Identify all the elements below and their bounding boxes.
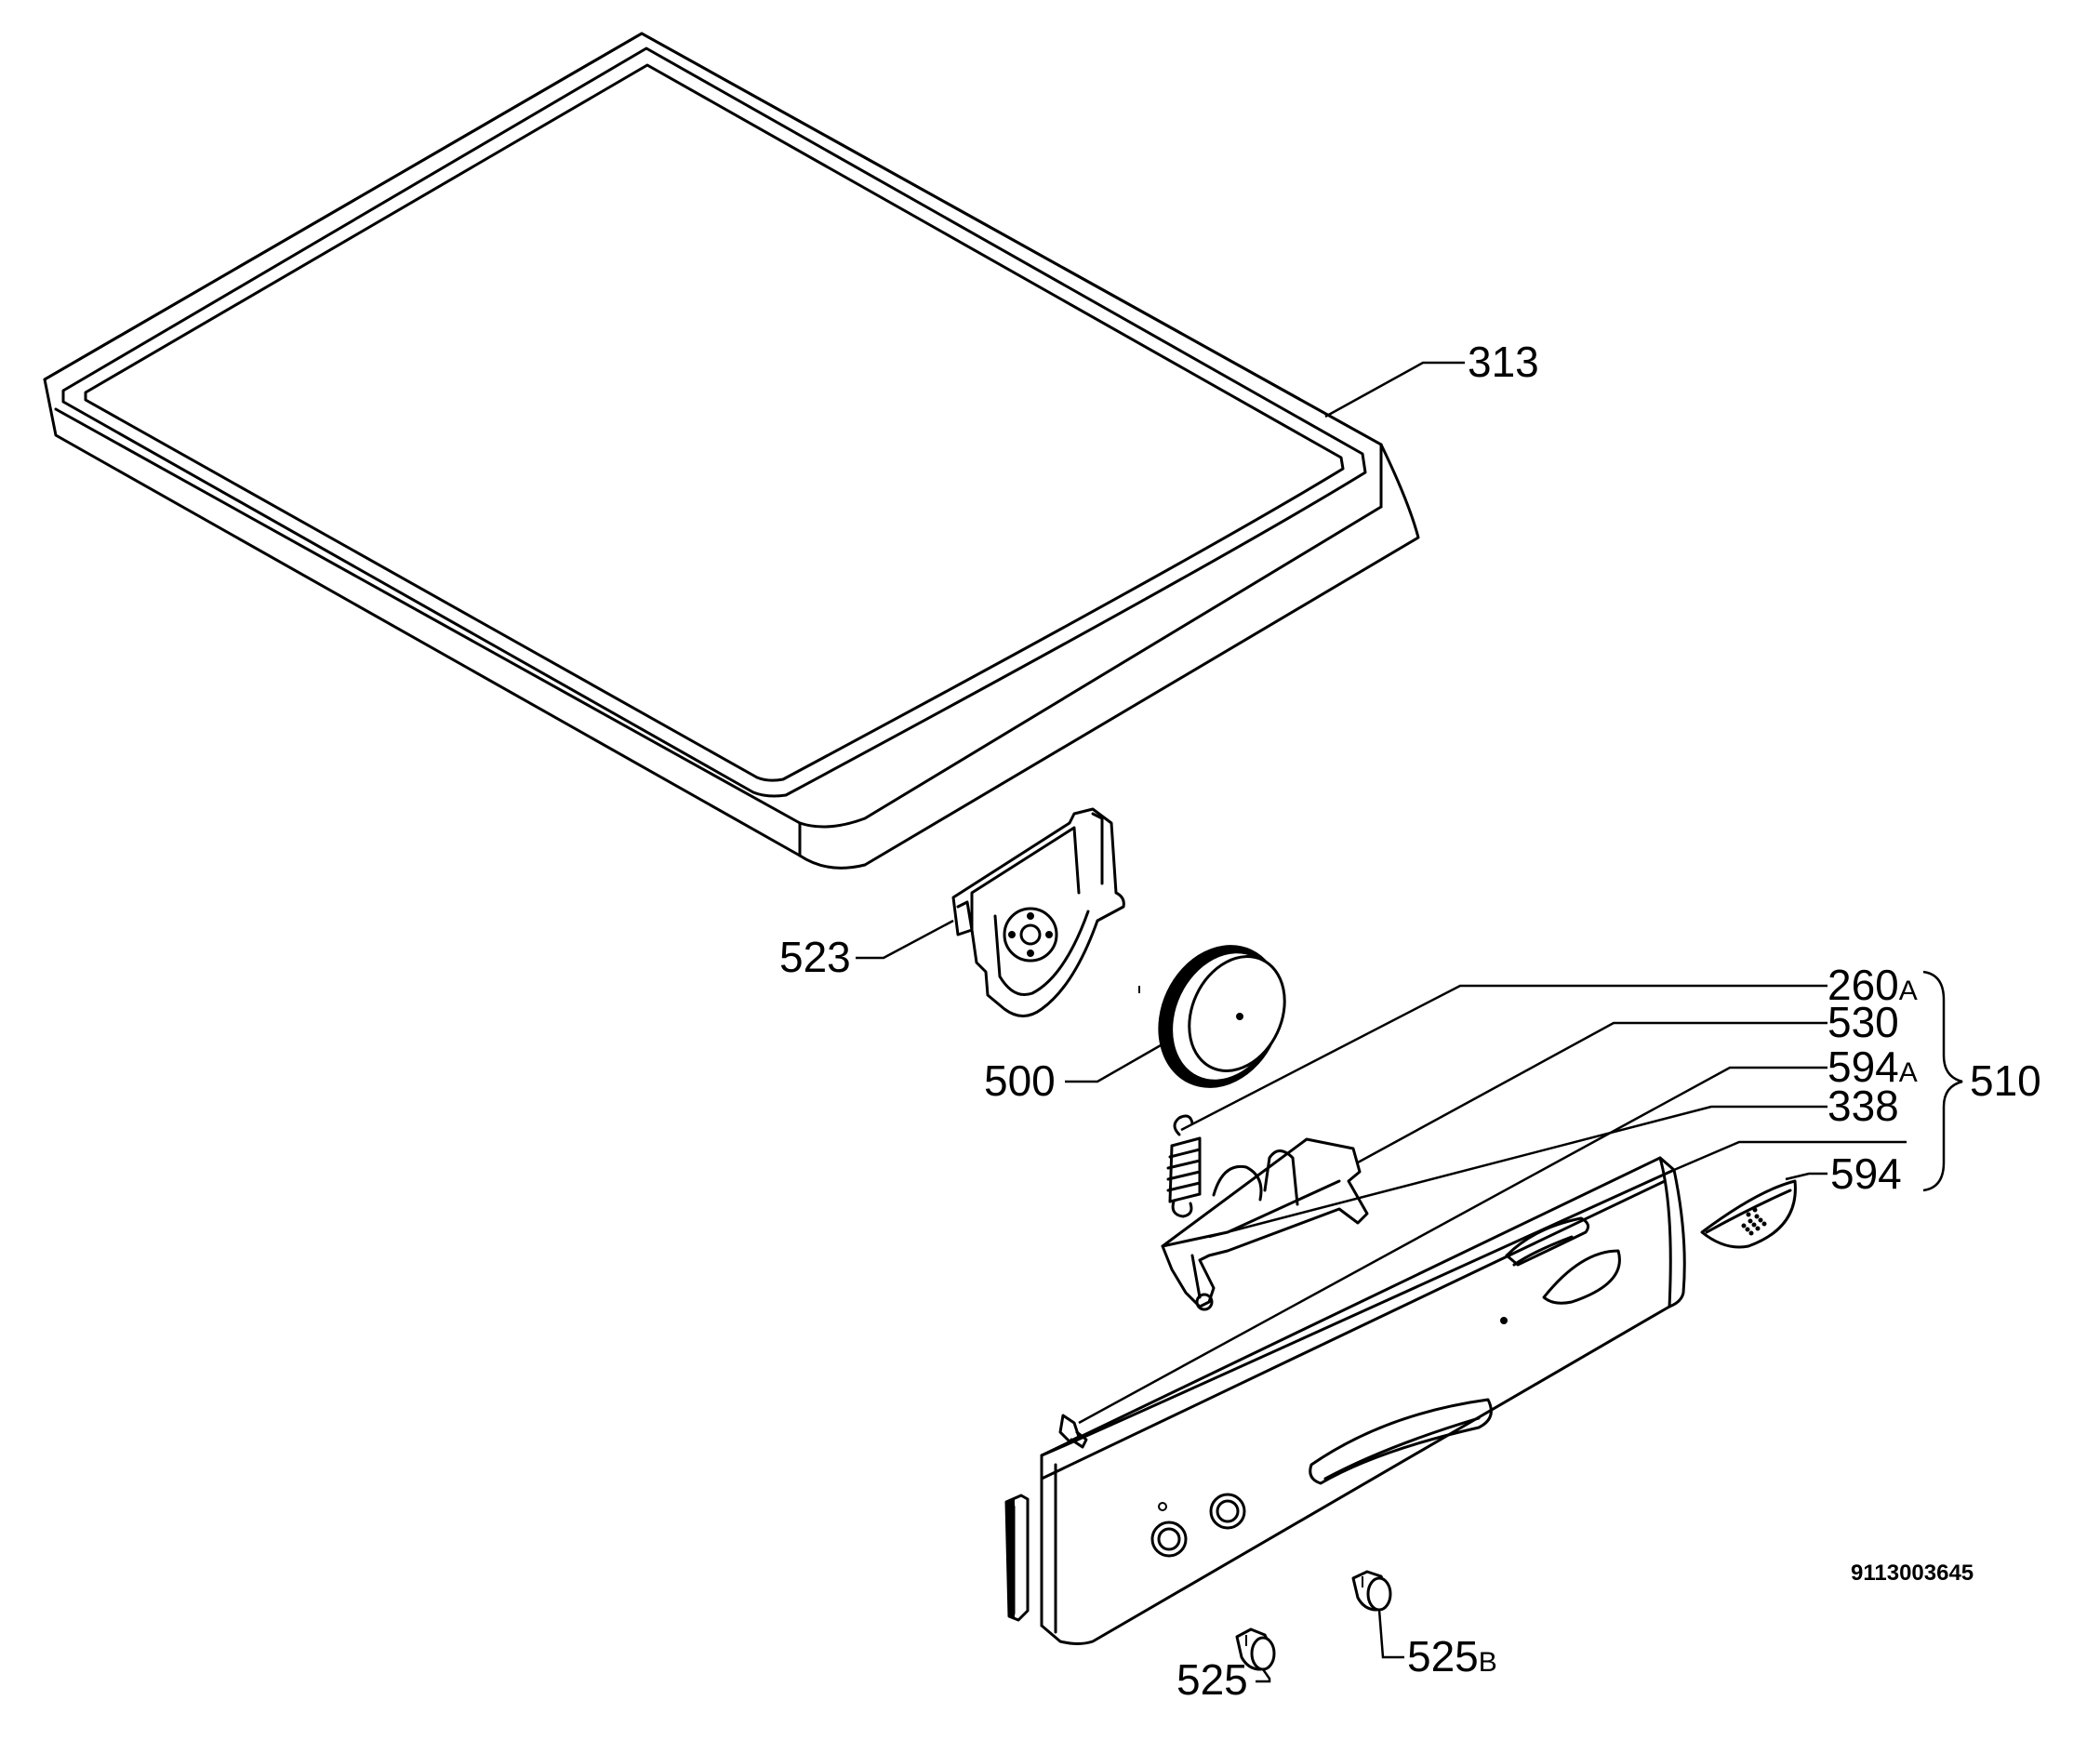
leader-lines [856, 361, 1907, 1683]
part-260a-spring[interactable] [1166, 1114, 1202, 1218]
part-500-round-cap[interactable] [1137, 926, 1303, 1107]
label-594: 594 [1830, 1149, 1902, 1198]
label-523: 523 [779, 933, 851, 981]
label-594a: 594A [1828, 1043, 1918, 1091]
document-number: 9113003645 [1851, 1561, 1974, 1586]
label-313: 313 [1468, 338, 1539, 386]
label-510: 510 [1970, 1056, 2041, 1105]
part-525-knob[interactable] [1235, 1627, 1276, 1671]
label-338: 338 [1828, 1082, 1899, 1130]
part-523-hinge-bracket[interactable] [951, 807, 1125, 1017]
part-338-control-panel[interactable] [1040, 1156, 1686, 1645]
part-594a-pin[interactable] [1058, 1414, 1088, 1449]
part-525b-knob[interactable] [1351, 1570, 1392, 1612]
label-525b: 525B [1407, 1632, 1497, 1680]
label-525: 525 [1176, 1655, 1248, 1704]
panel-seal-strip [1004, 1494, 1030, 1622]
brace-510 [1922, 970, 1963, 1192]
part-313-lid[interactable] [43, 32, 1420, 870]
label-530: 530 [1828, 998, 1899, 1046]
label-260a: 260A [1828, 961, 1918, 1009]
part-530-latch-lever[interactable] [1161, 1137, 1369, 1311]
label-500: 500 [984, 1056, 1056, 1105]
part-594-display-lens[interactable] [1700, 1179, 1797, 1249]
